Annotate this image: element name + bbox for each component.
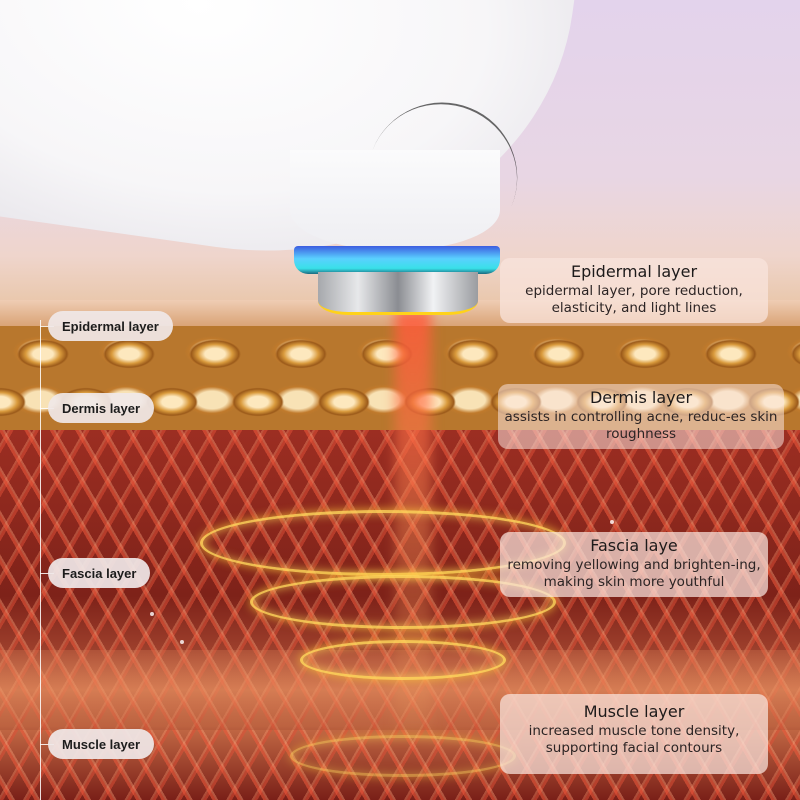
card-title: Muscle layer — [583, 702, 685, 721]
energy-ring-icon — [250, 575, 556, 629]
led-light-ring — [294, 246, 500, 274]
timeline-tick — [40, 326, 54, 327]
card-title: Epidermal layer — [570, 262, 698, 281]
energy-ring-icon — [290, 735, 516, 777]
label-fascia-layer: Fascia layer — [48, 558, 151, 588]
info-card-muscle: Muscle layer increased muscle tone densi… — [500, 694, 768, 774]
device-neck — [290, 150, 500, 250]
sparkle-icon — [180, 640, 184, 644]
sparkle-icon — [150, 612, 154, 616]
device-metal-head — [318, 272, 478, 315]
card-description: increased muscle tone density, supportin… — [528, 723, 740, 756]
energy-ring-icon — [300, 640, 506, 680]
timeline-tick — [40, 744, 54, 745]
layer-timeline-line — [40, 320, 41, 800]
card-title: Dermis layer — [589, 388, 693, 407]
card-description: removing yellowing and brighten-ing, mak… — [507, 557, 761, 590]
sparkle-icon — [610, 520, 614, 524]
label-dermis-layer: Dermis layer — [48, 393, 155, 423]
card-description: epidermal layer, pore reduction, elastic… — [525, 283, 743, 316]
timeline-tick — [40, 573, 54, 574]
label-epidermal-layer: Epidermal layer — [48, 311, 173, 341]
card-description: assists in controlling acne, reduc-es sk… — [504, 409, 778, 442]
label-muscle-layer: Muscle layer — [48, 729, 155, 759]
info-card-dermis: Dermis layer assists in controlling acne… — [498, 384, 784, 449]
info-card-epidermal: Epidermal layer epidermal layer, pore re… — [500, 258, 768, 323]
card-title: Fascia laye — [590, 536, 678, 555]
timeline-tick — [40, 408, 54, 409]
info-card-fascia: Fascia laye removing yellowing and brigh… — [500, 532, 768, 597]
